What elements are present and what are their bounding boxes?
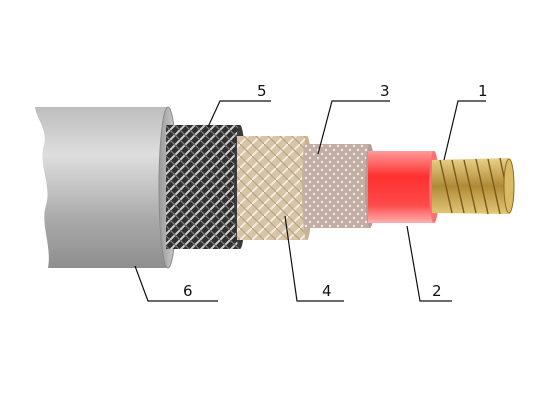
braided-tape-layer xyxy=(237,136,312,240)
label-4: 4 xyxy=(322,282,332,300)
stranded-conductor xyxy=(432,157,515,215)
outer-sheath xyxy=(35,106,178,269)
leader-line-5 xyxy=(207,100,271,128)
label-2: 2 xyxy=(432,282,442,300)
label-6: 6 xyxy=(183,282,193,300)
leader-line-3 xyxy=(317,100,390,155)
label-5: 5 xyxy=(257,82,267,100)
leader-line-2 xyxy=(406,225,452,302)
braided-shield xyxy=(166,125,246,249)
insulation xyxy=(368,151,439,223)
leader-line-4 xyxy=(284,215,344,302)
leader-line-6 xyxy=(134,265,218,302)
label-3: 3 xyxy=(380,82,390,100)
label-1: 1 xyxy=(478,82,488,100)
leader-lines xyxy=(134,100,486,302)
leader-line-1 xyxy=(443,100,486,161)
dotted-layer xyxy=(304,144,375,228)
